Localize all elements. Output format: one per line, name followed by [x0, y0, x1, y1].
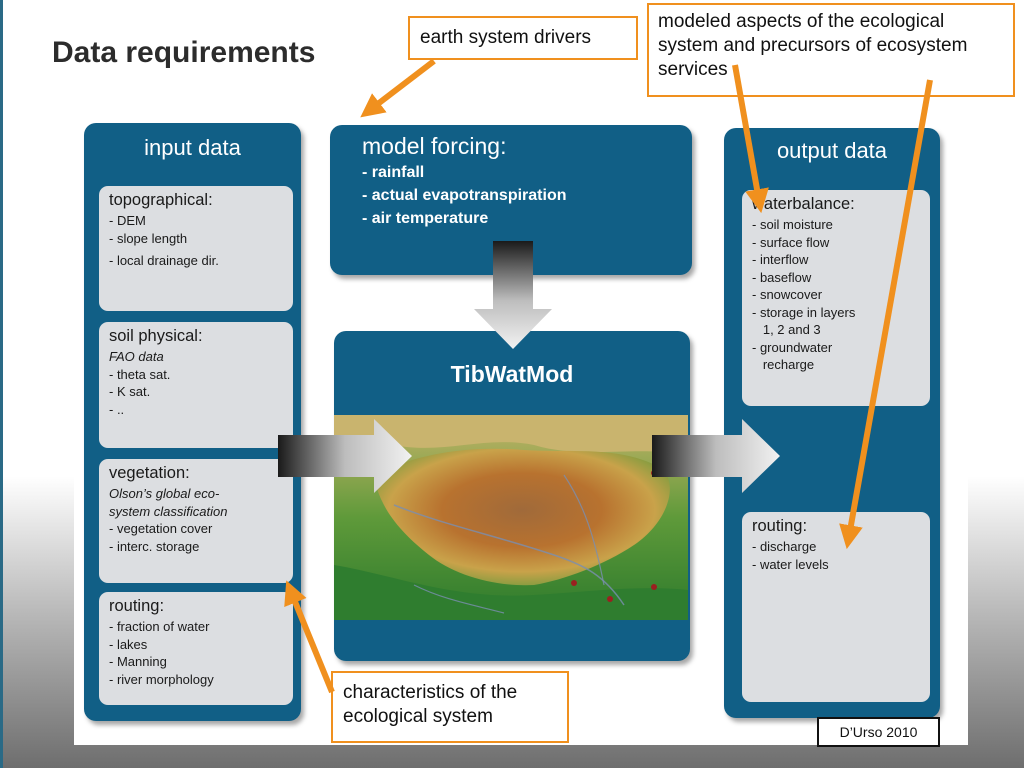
forcing-item-air-temperature: - air temperature: [362, 210, 489, 227]
soil-source-label: FAO data: [109, 349, 164, 364]
list-item: - slope length: [109, 230, 188, 246]
annotation-modeled-aspects-text: modeled aspects of the ecological system…: [658, 11, 968, 80]
vegetation-card: vegetation: Olson’s global eco- system c…: [99, 459, 293, 583]
list-item: - surface flow: [752, 234, 830, 250]
list-item: - water levels: [752, 556, 829, 572]
credit-box: D’Urso 2010: [817, 717, 940, 747]
input-data-panel: input data topographical: - DEM - slope …: [84, 123, 301, 721]
input-to-model-arrow: [278, 419, 412, 493]
city-marker: [607, 596, 613, 602]
credit-text: D’Urso 2010: [839, 724, 918, 740]
annotation-characteristics: characteristics of the ecological system: [331, 671, 569, 743]
model-title: TibWatMod: [450, 361, 574, 387]
city-marker: [651, 584, 657, 590]
list-item: - river morphology: [109, 671, 214, 687]
river-east: [563, 474, 605, 586]
list-item: - storage in layers: [752, 304, 856, 320]
input-routing-title: routing:: [109, 597, 165, 615]
input-routing-card: routing: - fraction of water - lakes - M…: [99, 592, 293, 705]
list-item: - discharge: [752, 539, 817, 554]
list-item: - local drainage dir.: [109, 253, 219, 268]
flow-arrows: [278, 241, 780, 493]
input-data-title: input data: [144, 135, 241, 160]
list-item: - baseflow: [752, 269, 812, 285]
output-data-title: output data: [776, 138, 888, 163]
list-item: 1, 2 and 3: [752, 322, 821, 337]
list-item: - interflow: [752, 252, 809, 267]
characteristics-pointer: [284, 580, 335, 694]
list-item: - soil moisture: [752, 217, 833, 232]
vegetation-title: vegetation:: [109, 464, 190, 482]
output-routing-title: routing:: [752, 517, 808, 535]
model-forcing-title: model forcing:: [362, 133, 507, 159]
vegetation-source-line-2: system classification: [109, 503, 228, 519]
list-item: - Manning: [109, 654, 167, 669]
forcing-item-evapotranspiration: - actual evapotranspiration: [362, 187, 567, 204]
model-to-output-arrow: [652, 419, 780, 493]
list-item: - ..: [109, 401, 125, 417]
list-item: - groundwater: [752, 339, 833, 355]
model-forcing-panel: model forcing: - rainfall - actual evapo…: [330, 125, 692, 275]
list-item: - theta sat.: [109, 366, 171, 382]
forcing-item-rainfall: - rainfall: [362, 164, 425, 181]
annotation-modeled-aspects: modeled aspects of the ecological system…: [647, 3, 1015, 97]
list-item: - DEM: [109, 213, 146, 228]
forcing-to-model-arrow: [474, 241, 552, 349]
list-item: - snowcover: [752, 287, 823, 302]
list-item: - lakes: [109, 636, 148, 652]
northern-basin: [334, 415, 688, 455]
southern-lowland: [334, 565, 688, 620]
waterbalance-pointer: [732, 64, 769, 214]
waterbalance-title: waterbalance:: [752, 195, 855, 213]
topographical-title: topographical:: [109, 191, 213, 209]
city-marker: [571, 580, 577, 586]
page-title: Data requirements: [52, 36, 316, 69]
list-item: recharge: [752, 357, 815, 372]
output-routing-pointer: [839, 79, 933, 550]
river-south: [413, 584, 505, 614]
output-routing-card: routing: - discharge - water levels: [742, 512, 930, 702]
annotation-earth-drivers-text: earth system drivers: [420, 27, 592, 48]
terrain-map-image: [334, 415, 688, 620]
list-item: - vegetation cover: [109, 521, 213, 536]
soil-physical-title: soil physical:: [109, 327, 203, 345]
vegetation-source-line-1: Olson’s global eco-: [109, 486, 220, 501]
topographical-card: topographical: - DEM - slope length - lo…: [99, 186, 293, 311]
earth-drivers-pointer: [360, 58, 436, 118]
list-item: - interc. storage: [109, 538, 200, 554]
list-item: - fraction of water: [109, 619, 210, 634]
annotation-characteristics-text: characteristics of the ecological system: [343, 682, 518, 727]
soil-physical-card: soil physical: FAO data - theta sat. - K…: [99, 322, 293, 448]
waterbalance-card: waterbalance: - soil moisture - surface …: [742, 190, 930, 406]
left-edge-rule: [0, 0, 3, 768]
list-item: - K sat.: [109, 384, 151, 399]
annotation-earth-drivers: earth system drivers: [408, 16, 638, 60]
